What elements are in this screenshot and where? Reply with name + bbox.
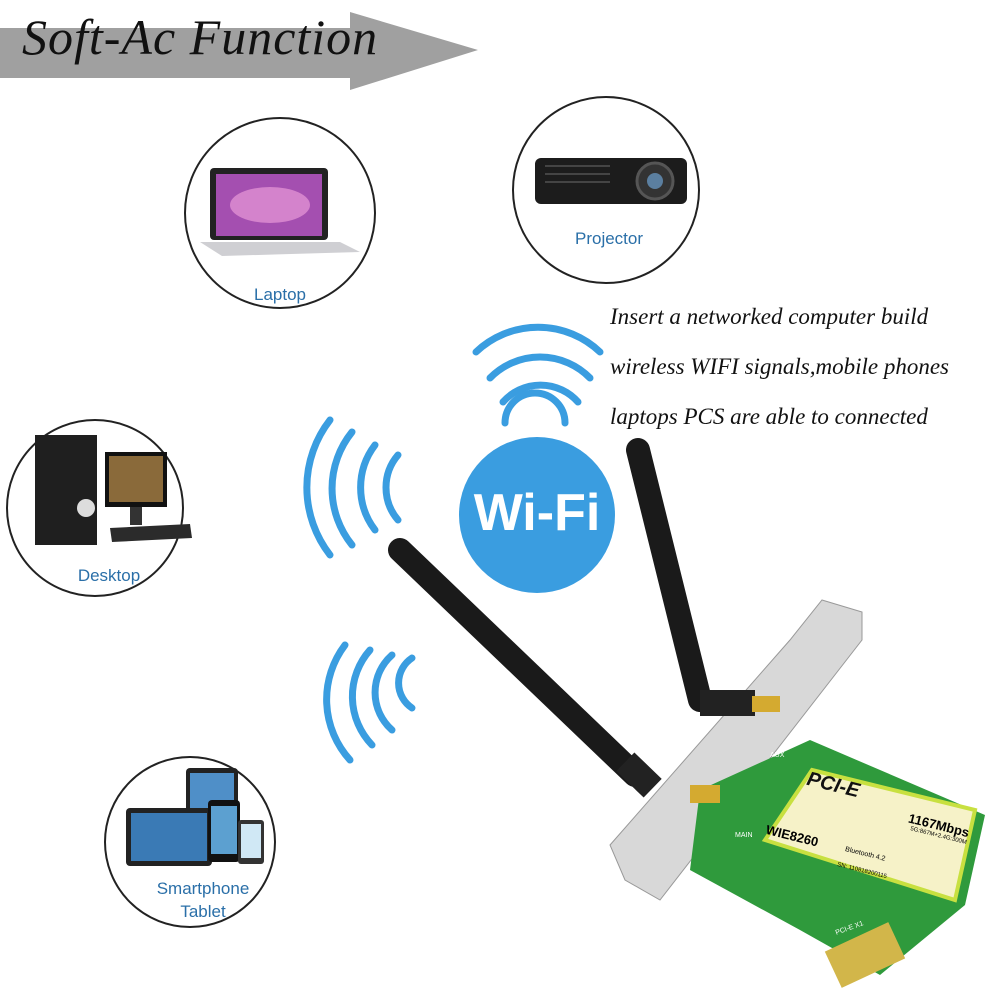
wifi-badge: [459, 437, 615, 593]
smartphone-tablet-icon: [126, 768, 264, 866]
card-aux-label: AUX: [770, 752, 785, 759]
banner-arrow: [0, 12, 478, 90]
smartphone-label: Smartphone: [156, 879, 250, 898]
description-line: laptops PCS are able to connected: [610, 404, 928, 429]
laptop-icon: [200, 168, 360, 256]
description-line: Insert a networked computer build: [610, 304, 929, 329]
wifi-signal-arcs: [303, 323, 604, 764]
antenna-right: [626, 438, 780, 716]
antenna-left: [388, 538, 720, 803]
tablet-label: Tablet: [180, 902, 226, 921]
desktop-label: Desktop: [77, 566, 141, 585]
card-label: [761, 767, 978, 903]
pcie-connector: [824, 922, 906, 988]
projector-label: Projector: [574, 229, 644, 248]
description: Insert a networked computer build wirele…: [610, 292, 949, 442]
description-line: wireless WIFI signals,mobile phones: [610, 354, 950, 379]
wifi-label: Wi-Fi: [473, 484, 601, 542]
laptop-label: Laptop: [254, 285, 306, 304]
desktop-icon: [35, 435, 192, 545]
projector-icon: [535, 158, 687, 204]
banner-title: Soft-Ac Function: [22, 9, 379, 65]
card-main-label: MAIN: [735, 832, 753, 839]
metal-bracket: [609, 599, 863, 901]
